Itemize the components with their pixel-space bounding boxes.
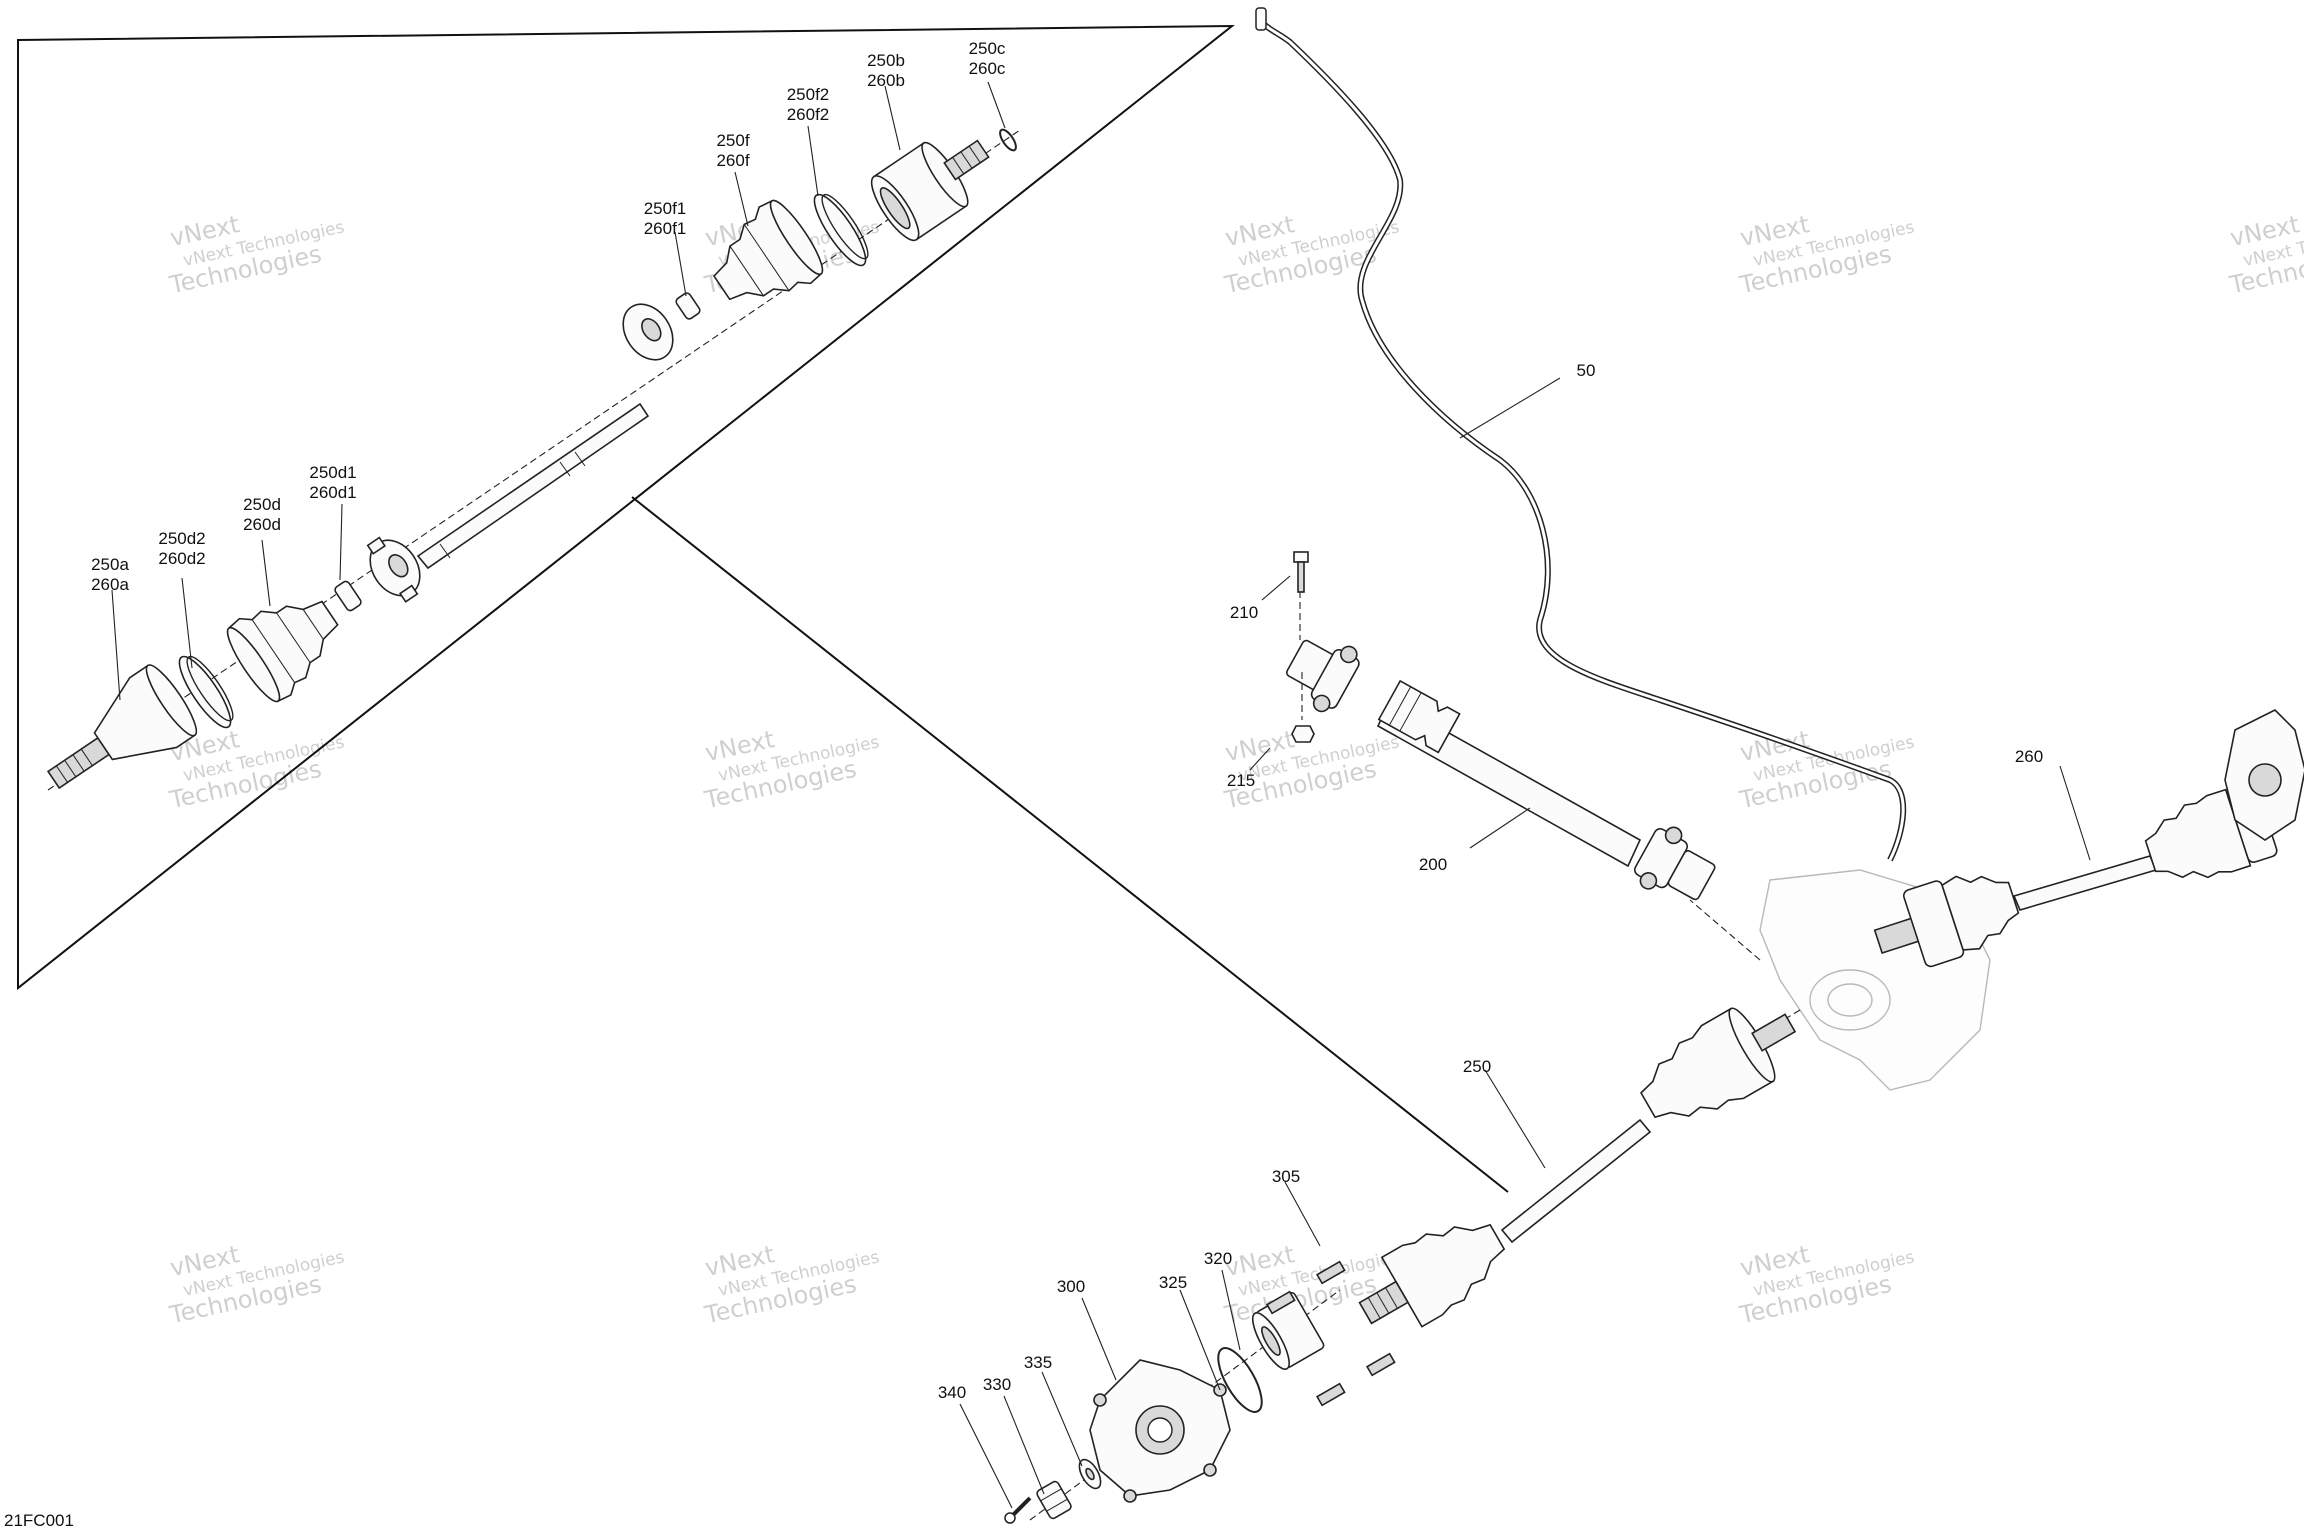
hub-bolts [1266, 1260, 1396, 1407]
figure-code: 21FC001 [4, 1511, 74, 1530]
callout-50: 50 [1577, 361, 1596, 380]
main-leaders [959, 377, 2091, 1509]
detail-inset-frame [17, 24, 1509, 1193]
circlip [999, 128, 1017, 152]
small-clamp [334, 580, 362, 612]
right-hub [2224, 709, 2304, 841]
hub-flange [1089, 1359, 1231, 1503]
watermark: vNext vNext Technologies Technologies [2226, 210, 2304, 299]
watermarks: vNext vNext Technologies Technologies vN… [166, 210, 2304, 1329]
callout-250d: 250d [243, 495, 281, 514]
nut [1291, 725, 1315, 743]
callout-300: 300 [1057, 1277, 1085, 1296]
watermark: vNext vNext Technologies Technologies [1221, 210, 1401, 299]
callout-250f: 250f [716, 131, 749, 150]
main-callouts: 50 210 215 200 260 250 305 320 325 300 3… [938, 361, 2043, 1402]
callout-325: 325 [1159, 1273, 1187, 1292]
bolt [1293, 551, 1309, 593]
washer [1078, 1458, 1102, 1490]
u-joint-rear [1634, 826, 1716, 901]
small-clamp-2 [675, 292, 701, 320]
cotter-pin [1004, 1496, 1032, 1524]
boot-clamp [178, 655, 234, 729]
vent-hose [1255, 7, 1907, 862]
callout-250f1: 250f1 [644, 199, 687, 218]
drive-shaft-right [1873, 709, 2304, 968]
callout-260d: 260d [243, 515, 281, 534]
watermark: vNext vNext Technologies Technologies [166, 210, 346, 299]
u-joint-front [1285, 639, 1360, 713]
inner-bearing [622, 303, 674, 361]
watermark: vNext vNext Technologies Technologies [701, 1240, 881, 1329]
callout-200: 200 [1419, 855, 1447, 874]
watermark: vNext vNext Technologies Technologies [1221, 725, 1401, 814]
inset-parts [46, 128, 1021, 791]
axle-shaft [416, 402, 650, 570]
outer-cv-joint [46, 664, 198, 790]
callout-260b: 260b [867, 71, 905, 90]
callout-250: 250 [1463, 1057, 1491, 1076]
callout-260f: 260f [716, 151, 749, 170]
boot-clamp-2 [813, 193, 869, 267]
castle-nut [1036, 1480, 1072, 1520]
callout-250b: 250b [867, 51, 905, 70]
watermark: vNext vNext Technologies Technologies [1736, 1240, 1916, 1329]
callout-260f2: 260f2 [787, 105, 830, 124]
callout-250d2: 250d2 [158, 529, 205, 548]
watermark: vNext vNext Technologies Technologies [1736, 210, 1916, 299]
callout-260: 260 [2015, 747, 2043, 766]
detail-leader-line [631, 496, 1509, 1193]
cv-boot [226, 600, 339, 703]
callout-260a: 260a [91, 575, 129, 594]
callout-260f1: 260f1 [644, 219, 687, 238]
drive-shaft-left [1358, 1007, 1797, 1328]
watermark: vNext vNext Technologies Technologies [166, 1240, 346, 1329]
bearing-cage [366, 536, 421, 603]
inner-cv-housing [870, 139, 990, 242]
cv-boot-2 [713, 199, 824, 301]
callout-250c: 250c [969, 39, 1006, 58]
retaining-ring [1217, 1347, 1263, 1413]
callout-210: 210 [1230, 603, 1258, 622]
callout-260d1: 260d1 [309, 483, 356, 502]
callout-260c: 260c [969, 59, 1006, 78]
callout-250a: 250a [91, 555, 129, 574]
callout-250d1: 250d1 [309, 463, 356, 482]
watermark: vNext vNext Technologies Technologies [701, 725, 881, 814]
callout-215: 215 [1227, 771, 1255, 790]
propeller-shaft [1285, 551, 1716, 901]
callout-250f2: 250f2 [787, 85, 830, 104]
wheel-hub-assembly [1004, 1260, 1396, 1524]
inset-leaders [111, 81, 1006, 701]
callout-340: 340 [938, 1383, 966, 1402]
inset-callouts: 250a 260a 250d2 260d2 250d 260d 250d1 26… [91, 39, 1006, 594]
callout-330: 330 [983, 1375, 1011, 1394]
callout-335: 335 [1024, 1353, 1052, 1372]
callout-260d2: 260d2 [158, 549, 205, 568]
callout-305: 305 [1272, 1167, 1300, 1186]
callout-320: 320 [1204, 1249, 1232, 1268]
